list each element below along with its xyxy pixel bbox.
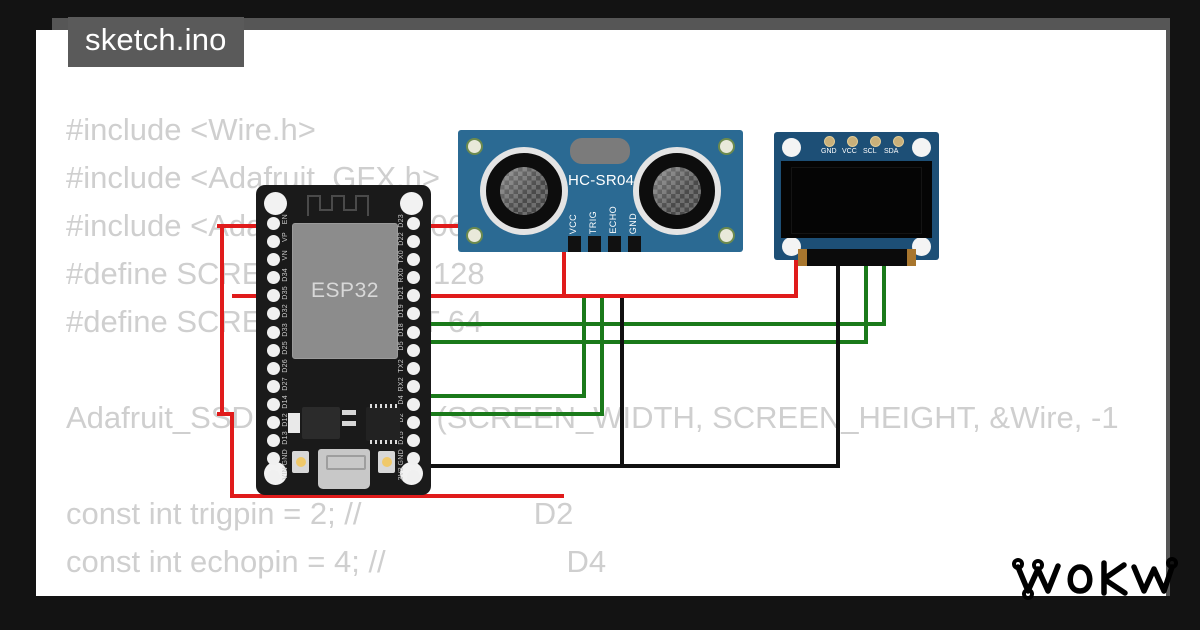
pin-d33[interactable]: D33 bbox=[267, 323, 289, 339]
ultrasonic-transmitter bbox=[480, 147, 568, 235]
reset-button[interactable] bbox=[378, 451, 395, 473]
pin-scl[interactable] bbox=[870, 136, 881, 147]
oled-screen bbox=[781, 161, 932, 238]
pin-vn[interactable]: VN bbox=[267, 250, 289, 267]
regulator-pad bbox=[342, 421, 356, 426]
crystal-oscillator bbox=[570, 138, 630, 164]
pin-d27[interactable]: D27 bbox=[267, 377, 289, 393]
mounting-hole bbox=[912, 138, 931, 157]
pin-d12[interactable]: D12 bbox=[267, 413, 289, 430]
ultrasonic-receiver bbox=[633, 147, 721, 235]
wokwi-logo bbox=[1008, 551, 1178, 608]
mounting-hole bbox=[718, 227, 735, 244]
trig-wire[interactable] bbox=[396, 298, 586, 398]
pin-label-gnd: GND bbox=[821, 148, 837, 155]
mounting-hole bbox=[782, 237, 801, 256]
pin-rx0[interactable]: RX0 bbox=[398, 268, 420, 285]
mounting-hole bbox=[400, 192, 423, 215]
file-tab-sketch-ino[interactable]: sketch.ino bbox=[68, 17, 244, 67]
pin-d32[interactable]: D32 bbox=[267, 304, 289, 321]
usb-port-opening bbox=[326, 455, 366, 470]
boot-button[interactable] bbox=[292, 451, 309, 473]
regulator-pad bbox=[342, 410, 356, 415]
pin-tx2[interactable]: TX2 bbox=[398, 359, 420, 375]
pin-label-sda: SDA bbox=[884, 148, 899, 155]
pin-en[interactable]: EN bbox=[267, 214, 289, 230]
mounting-hole bbox=[466, 227, 483, 244]
pin-d14[interactable]: D14 bbox=[267, 395, 289, 411]
pin-3v3[interactable]: 3V3 bbox=[398, 467, 420, 484]
pin-d2[interactable]: D2 bbox=[398, 413, 420, 430]
esp32-left-header[interactable]: EN VP VN D34 D35 D32 D33 D25 D26 D27 D14… bbox=[267, 214, 289, 484]
pin-d34[interactable]: D34 bbox=[267, 268, 289, 285]
mounting-hole bbox=[782, 138, 801, 157]
pin-d22[interactable]: D22 bbox=[398, 232, 420, 249]
echo-wire[interactable] bbox=[396, 298, 604, 416]
vcc-wire-oled[interactable] bbox=[217, 412, 564, 498]
part-esp32-devkit[interactable]: ESP32 EN VP VN D34 D35 D32 D33 D25 D26 D… bbox=[256, 185, 431, 495]
pin-d23[interactable]: D23 bbox=[398, 214, 420, 230]
pin-trig[interactable]: TRIG bbox=[588, 211, 601, 252]
pin-vin[interactable]: VIN bbox=[267, 467, 289, 484]
esp32-module-label: ESP32 bbox=[292, 223, 398, 359]
pin-tx0[interactable]: TX0 bbox=[398, 250, 420, 267]
pin-d15[interactable]: D15 bbox=[398, 431, 420, 448]
pin-d35[interactable]: D35 bbox=[267, 286, 289, 303]
voltage-regulator bbox=[288, 407, 340, 439]
mounting-hole bbox=[466, 138, 483, 155]
pin-echo[interactable]: ECHO bbox=[608, 206, 621, 252]
pin-label-scl: SCL bbox=[863, 148, 877, 155]
pin-gnd-right[interactable]: GND bbox=[398, 449, 420, 466]
usb-uart-chip bbox=[366, 404, 400, 444]
hcsr04-silkscreen-label: HC-SR04 bbox=[568, 172, 635, 189]
micro-usb-connector bbox=[318, 449, 370, 489]
part-ssd1306-oled[interactable]: GND VCC SCL SDA bbox=[774, 132, 939, 266]
oled-ribbon-connector bbox=[798, 249, 916, 266]
pin-d25[interactable]: D25 bbox=[267, 341, 289, 357]
diagram-canvas[interactable]: #include <Wire.h> #include <Adafruit_GFX… bbox=[36, 30, 1166, 596]
pin-d5[interactable]: D5 bbox=[398, 341, 420, 357]
pin-d21[interactable]: D21 bbox=[398, 286, 420, 303]
mounting-hole bbox=[718, 138, 735, 155]
mounting-hole bbox=[912, 237, 931, 256]
pin-d13[interactable]: D13 bbox=[267, 431, 289, 448]
part-hc-sr04[interactable]: HC-SR04 VCC TRIG ECHO GND bbox=[458, 130, 743, 252]
pin-vp[interactable]: VP bbox=[267, 232, 289, 249]
oled-header[interactable] bbox=[824, 136, 904, 147]
wire-layer bbox=[217, 150, 886, 498]
pin-rx2[interactable]: RX2 bbox=[398, 377, 420, 393]
pin-d18[interactable]: D18 bbox=[398, 323, 420, 339]
pin-gnd[interactable] bbox=[824, 136, 835, 147]
pin-d4[interactable]: D4 bbox=[398, 395, 420, 411]
pin-label-vcc: VCC bbox=[842, 148, 857, 155]
pin-d19[interactable]: D19 bbox=[398, 304, 420, 321]
hcsr04-header[interactable]: VCC TRIG ECHO GND bbox=[568, 206, 641, 252]
pin-d26[interactable]: D26 bbox=[267, 359, 289, 375]
mounting-hole bbox=[264, 192, 287, 215]
pin-sda[interactable] bbox=[893, 136, 904, 147]
esp32-right-header[interactable]: D23 D22 TX0 RX0 D21 D19 D18 D5 TX2 RX2 D… bbox=[398, 214, 420, 484]
wifi-antenna-trace bbox=[307, 195, 369, 216]
pin-gnd[interactable]: GND bbox=[267, 449, 289, 466]
pin-gnd[interactable]: GND bbox=[628, 213, 641, 252]
pin-vcc[interactable] bbox=[847, 136, 858, 147]
pin-vcc[interactable]: VCC bbox=[568, 214, 581, 252]
